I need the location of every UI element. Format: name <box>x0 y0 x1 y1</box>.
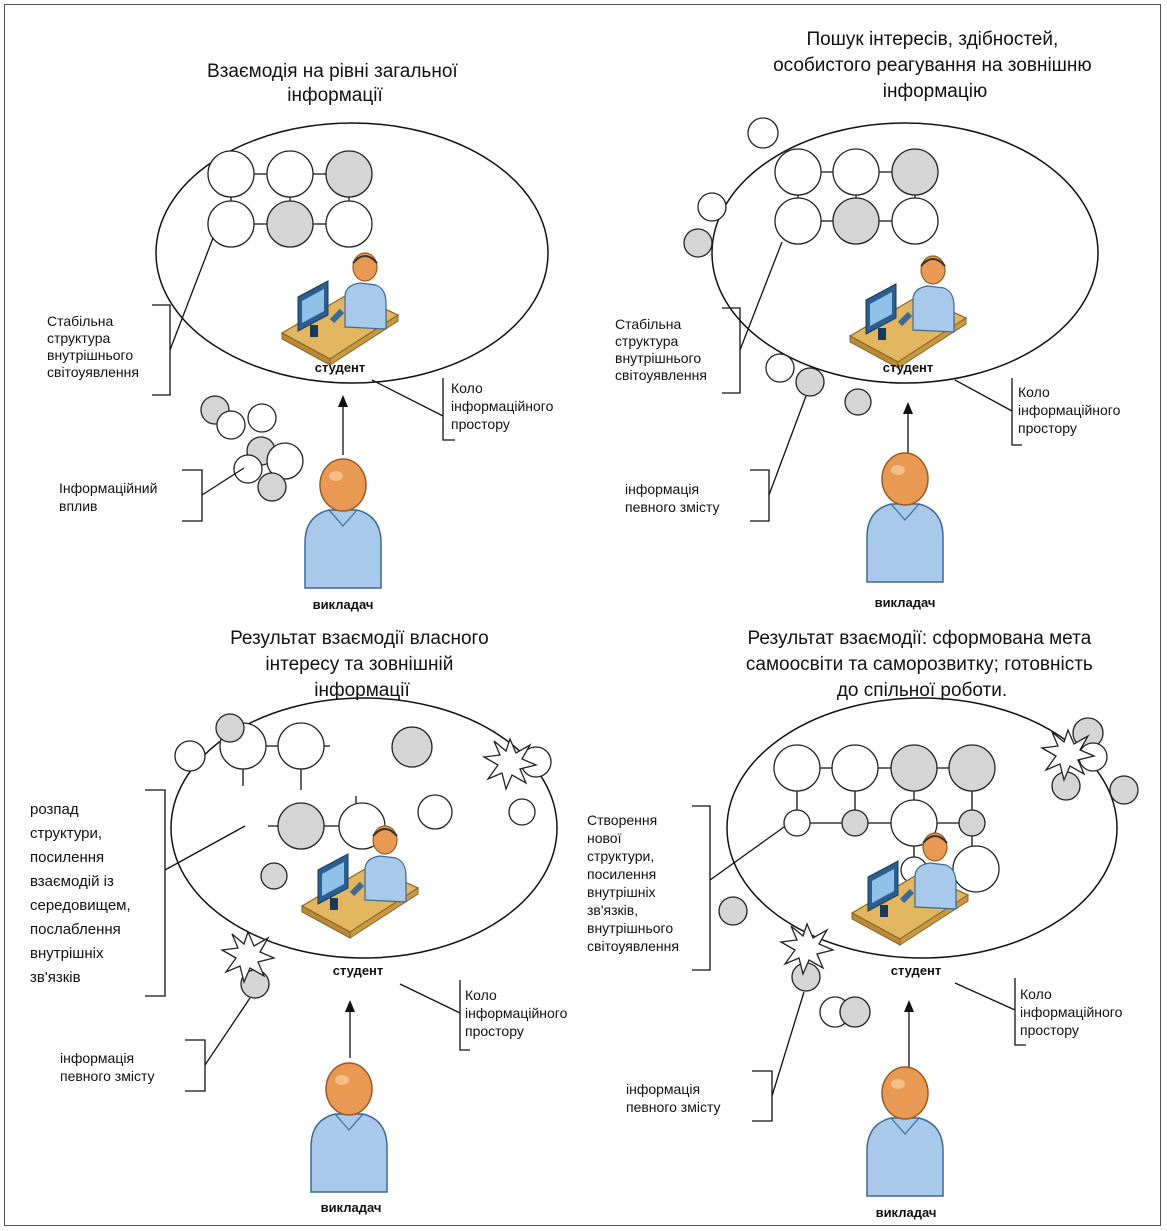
diagram-frame <box>4 4 1161 1226</box>
teacher-label: викладач <box>313 597 374 612</box>
student-label: студент <box>883 360 934 375</box>
information-space-circle <box>170 697 558 959</box>
teacher-icon <box>304 458 382 589</box>
stable-structure-grid <box>774 148 939 245</box>
influence-label: інформація певного змісту <box>626 1081 721 1115</box>
influence-label: Інформаційний вплив <box>59 480 161 514</box>
bracket <box>752 1070 773 1122</box>
student-label: студент <box>333 963 384 978</box>
information-space-circle <box>726 697 1118 959</box>
circle-label: Коло інформаційного простору <box>451 380 557 432</box>
info-influence-cluster <box>200 395 304 502</box>
panel-4-title: Результат взаємодії: сформована мета сам… <box>746 628 1098 701</box>
bracket <box>182 469 203 522</box>
student-icon <box>850 256 966 368</box>
bracket <box>692 805 711 971</box>
panel-3-title: Результат взаємодії власного інтересу та… <box>230 628 494 701</box>
bracket <box>185 1039 206 1092</box>
bracket <box>750 469 770 522</box>
information-space-circle <box>711 122 1099 384</box>
teacher-label: викладач <box>876 1205 937 1220</box>
teacher-icon <box>866 452 944 583</box>
panel-1: Взаємодія на рівні загальної інформації … <box>47 61 557 612</box>
new-structure-grid <box>773 744 1000 893</box>
influence-label: інформація певного змісту <box>625 481 720 515</box>
circle-label: Коло інформаційного простору <box>1018 384 1124 436</box>
structure-label: Стабільна структура внутрішнього світоуя… <box>47 313 139 380</box>
teacher-icon <box>310 1062 388 1193</box>
panel-2-title: Пошук інтересів, здібностей, особистого … <box>773 29 1097 102</box>
teacher-label: викладач <box>321 1200 382 1215</box>
burst-icon <box>483 738 537 790</box>
student-label: студент <box>891 963 942 978</box>
bracket <box>399 980 470 1051</box>
stable-structure-grid <box>207 150 373 248</box>
panel-4: Результат взаємодії: сформована мета сам… <box>587 628 1139 1220</box>
influence-label: інформація певного змісту <box>60 1050 155 1084</box>
panel-2: Пошук інтересів, здібностей, особистого … <box>615 29 1124 610</box>
information-space-circle <box>155 122 549 384</box>
structure-label: Стабільна структура внутрішнього світоуя… <box>615 316 707 383</box>
structure-label: розпад структури, посилення взаємодій із… <box>30 801 135 986</box>
student-label: студент <box>315 360 366 375</box>
bracket <box>954 978 1026 1046</box>
structure-label: Створення нової структури, посилення вну… <box>587 812 679 954</box>
floating-circles <box>683 117 872 416</box>
panel-1-title: Взаємодія на рівні загальної інформації <box>207 61 463 106</box>
circle-label: Коло інформаційного простору <box>465 987 571 1039</box>
student-icon <box>852 833 968 945</box>
bracket <box>152 304 171 396</box>
circle-label: Коло інформаційного простору <box>1020 986 1126 1038</box>
bracket <box>722 307 741 394</box>
bracket <box>954 378 1022 446</box>
bracket <box>145 789 166 997</box>
teacher-icon <box>866 1066 944 1197</box>
decaying-structure <box>174 713 552 999</box>
teacher-label: викладач <box>875 595 936 610</box>
panel-3: Результат взаємодії власного інтересу та… <box>30 628 571 1215</box>
bracket <box>371 378 455 441</box>
student-icon <box>282 253 398 365</box>
